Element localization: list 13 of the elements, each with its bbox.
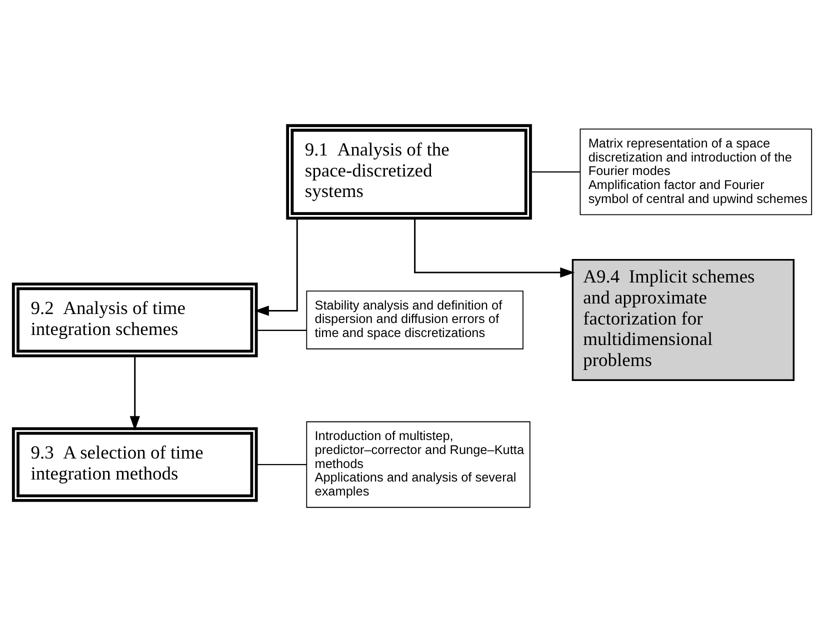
node-box: 9.2 Analysis of time integration schemes bbox=[12, 282, 258, 357]
node-box: 9.1 Analysis of the space-discretized systems bbox=[286, 124, 532, 220]
connector bbox=[256, 329, 307, 330]
connector bbox=[256, 464, 306, 465]
node-box: A9.4 Implicit schemes and approximate factorization for multidimensional problems bbox=[572, 258, 795, 380]
node-box: Introduction of multistep, predictor–corrector and Runge–Kutta methods Applications and analysis of several examples bbox=[306, 420, 530, 508]
arrow bbox=[130, 356, 140, 430]
node-box: Stability analysis and definition of dispersion and diffusion errors of time and space discretizations bbox=[306, 290, 524, 349]
node-box: Matrix representation of a space discretization and introduction of the Fourier modes Amplification factor and Fourier symbol of central and upwind schemes bbox=[580, 128, 812, 215]
arrow bbox=[254, 218, 298, 316]
connector bbox=[530, 170, 580, 172]
arrow bbox=[414, 218, 575, 278]
node-box: 9.3 A selection of time integration methods bbox=[12, 426, 258, 502]
